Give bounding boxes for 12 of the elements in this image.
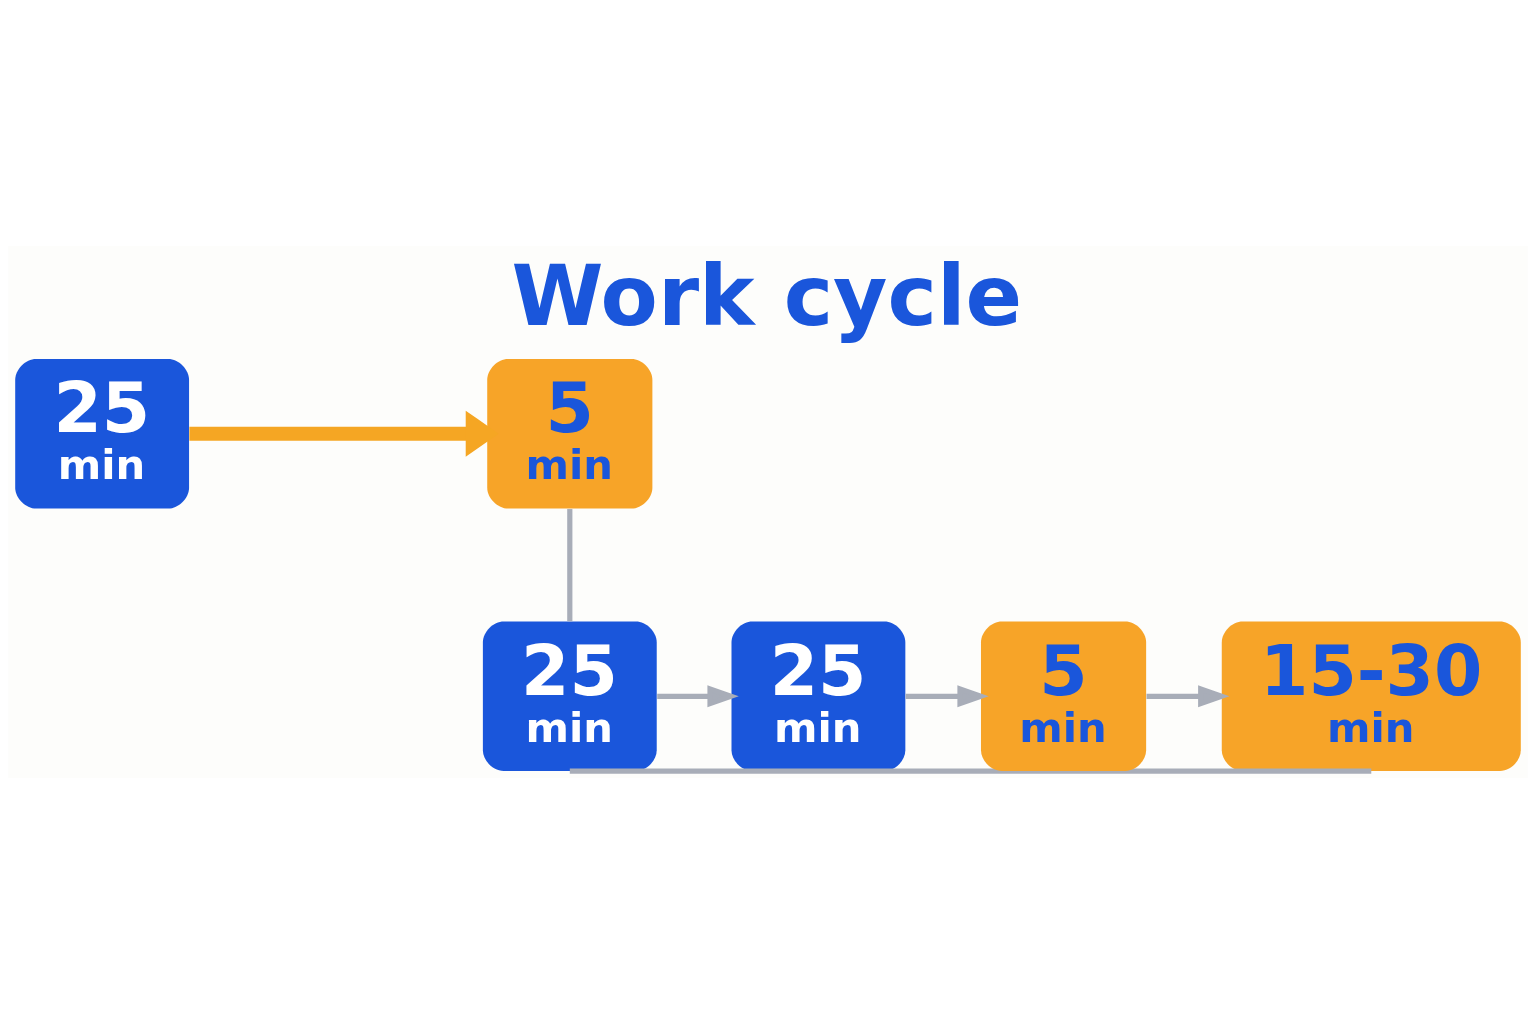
- node-box: 25 min: [15, 359, 190, 509]
- arrow: [189, 410, 499, 457]
- arrow: [1146, 685, 1230, 708]
- arrow: [905, 685, 989, 708]
- connector: [567, 509, 573, 622]
- arrow: [657, 685, 739, 708]
- node-box: 5 min: [487, 359, 653, 509]
- node-box: 25 min: [482, 621, 657, 772]
- connector: [569, 768, 1372, 774]
- node-box: 15-30 min: [1221, 621, 1521, 772]
- diagram-title: Work cycle: [511, 247, 1023, 345]
- node-box: 5 min: [980, 621, 1147, 772]
